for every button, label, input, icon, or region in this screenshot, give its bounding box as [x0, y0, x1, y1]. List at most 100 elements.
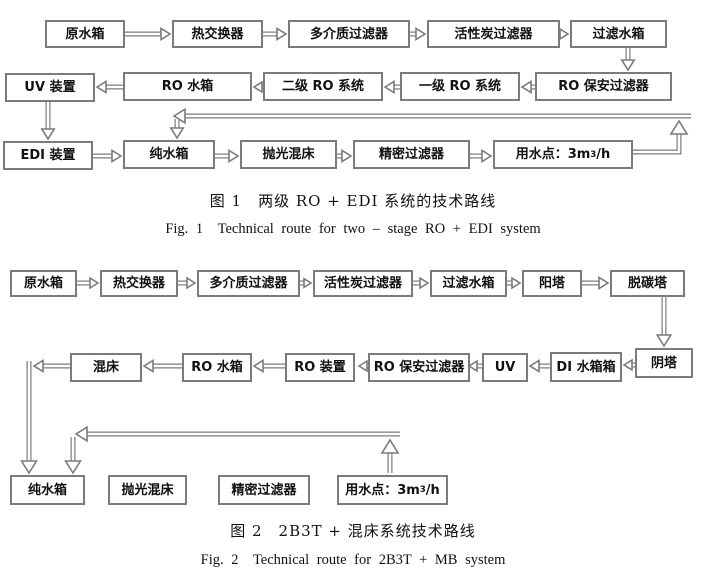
node-label: 过滤水箱: [442, 276, 495, 291]
flow-arrow: [655, 297, 673, 348]
node-label: 多介质过滤器: [209, 276, 288, 291]
flow-arrow: [300, 277, 313, 289]
flow-arrow: [357, 359, 368, 373]
node-label: RO 保安过滤器: [373, 360, 465, 375]
flow-arrow: [633, 119, 689, 155]
node-label: UV: [494, 360, 516, 375]
flow-arrow: [215, 148, 240, 164]
node-label: 多介质过滤器: [309, 26, 388, 42]
flow-arrow: [172, 107, 691, 125]
f1-node-second-stage-ro: 二级 RO 系统: [263, 72, 383, 101]
figure1-caption-en: Fig. 1 Technical route for two – stage R…: [165, 221, 541, 237]
f2-node-polishing-mixed-bed: 抛光混床: [108, 475, 187, 505]
f2-node-mixed-bed: 混床: [70, 353, 142, 382]
flow-arrow: [64, 437, 82, 475]
figure1-caption-zh: 图 1 两级 RO + EDI 系统的技术路线: [209, 192, 497, 210]
flow-arrow: [622, 358, 635, 372]
node-label: 混床: [92, 360, 119, 375]
f2-node-precision-filter: 精密过滤器: [218, 475, 310, 505]
f1-node-first-stage-ro: 一级 RO 系统: [400, 72, 520, 101]
flow-arrow: [507, 276, 522, 290]
node-label: RO 水箱: [191, 360, 243, 375]
flow-arrow: [20, 361, 38, 475]
f2-node-ro-guard-filter: RO 保安过滤器: [368, 353, 470, 382]
f2-node-pure-water-tank: 纯水箱: [10, 475, 85, 505]
f2-node-anion-tower: 阴塔: [635, 348, 693, 378]
flow-arrow: [380, 438, 400, 473]
node-label: 阴塔: [650, 355, 677, 371]
flow-arrow: [413, 276, 430, 290]
flow-arrow: [467, 359, 482, 373]
node-label: UV 装置: [24, 80, 76, 95]
f1-node-pure-water-tank: 纯水箱: [123, 140, 215, 169]
flow-arrow: [383, 79, 400, 95]
figure2-caption-zh: 图 2 2B3T + 混床系统技术路线: [230, 522, 476, 540]
flow-arrow: [169, 119, 185, 140]
f2-node-raw-water-tank: 原水箱: [10, 270, 77, 297]
node-label: 抛光混床: [121, 482, 174, 498]
node-label: 纯水箱: [149, 147, 189, 162]
node-label: 热交换器: [191, 26, 244, 42]
f1-node-raw-water-tank: 原水箱: [45, 20, 125, 48]
flow-arrow: [410, 26, 427, 42]
flow-arrow: [252, 80, 263, 94]
f2-node-multimedia-filter: 多介质过滤器: [197, 270, 300, 297]
f1-node-polishing-mixed-bed: 抛光混床: [240, 140, 337, 169]
flow-arrow: [620, 48, 636, 72]
node-label: 抛光混床: [262, 147, 315, 162]
f2-node-decarbonation-tower: 脱碳塔: [610, 270, 685, 297]
flow-arrow: [40, 102, 56, 141]
flow-arrow: [252, 358, 285, 374]
f2-node-ro-device: RO 装置: [285, 353, 355, 382]
flow-arrow: [559, 27, 570, 41]
f1-node-filtered-water-tank: 过滤水箱: [570, 20, 667, 48]
flow-arrow: [74, 425, 400, 443]
flow-arrow: [528, 358, 550, 374]
f2-node-uv: UV: [482, 353, 528, 382]
flow-arrow: [470, 148, 493, 164]
node-label: 二级 RO 系统: [281, 79, 365, 94]
f2-node-filtered-water-tank: 过滤水箱: [430, 270, 507, 297]
node-label: 纯水箱: [27, 482, 67, 498]
f1-node-heat-exchanger: 热交换器: [172, 20, 263, 48]
node-label: RO 水箱: [161, 79, 214, 94]
f1-node-ro-water-tank: RO 水箱: [123, 72, 252, 101]
node-label: 脱碳塔: [627, 276, 667, 291]
f2-node-ro-water-tank: RO 水箱: [182, 353, 252, 382]
node-label: 活性炭过滤器: [323, 276, 402, 291]
node-label: 原水箱: [23, 276, 63, 291]
flow-arrow: [337, 148, 353, 164]
flow-arrow: [32, 358, 70, 374]
flow-arrow: [77, 276, 100, 290]
node-label: /h: [425, 482, 440, 498]
node-label: 热交换器: [112, 276, 165, 291]
f2-node-di-water-tank: DI 水箱箱: [550, 352, 622, 382]
flow-arrow: [520, 79, 535, 95]
node-label: 过滤水箱: [592, 26, 645, 42]
node-label: 用水点：3m: [515, 147, 591, 162]
node-label: /h: [596, 147, 611, 162]
f1-node-edi-device: EDI 装置: [3, 141, 93, 170]
node-label: 阳塔: [538, 276, 565, 291]
node-label: RO 装置: [294, 360, 346, 375]
flow-arrow: [95, 79, 123, 95]
f2-node-activated-carbon-filter: 活性炭过滤器: [313, 270, 413, 297]
figure2-caption-en: Fig. 2 Technical route for 2B3T + MB sys…: [200, 552, 506, 568]
flow-arrow: [582, 275, 610, 291]
f2-node-cation-tower: 阳塔: [522, 270, 582, 297]
node-label: 精密过滤器: [378, 147, 444, 162]
flow-arrow: [263, 26, 288, 42]
flow-arrow: [178, 276, 197, 290]
node-label: 活性炭过滤器: [454, 26, 533, 42]
f1-node-multimedia-filter: 多介质过滤器: [288, 20, 410, 48]
flow-arrow: [125, 26, 172, 42]
node-label: RO 保安过滤器: [558, 79, 649, 94]
f1-node-activated-carbon-filter: 活性炭过滤器: [427, 20, 560, 48]
f2-node-heat-exchanger: 热交换器: [100, 270, 178, 297]
node-label: DI 水箱箱: [556, 359, 616, 375]
f1-node-ro-guard-filter: RO 保安过滤器: [535, 72, 672, 101]
